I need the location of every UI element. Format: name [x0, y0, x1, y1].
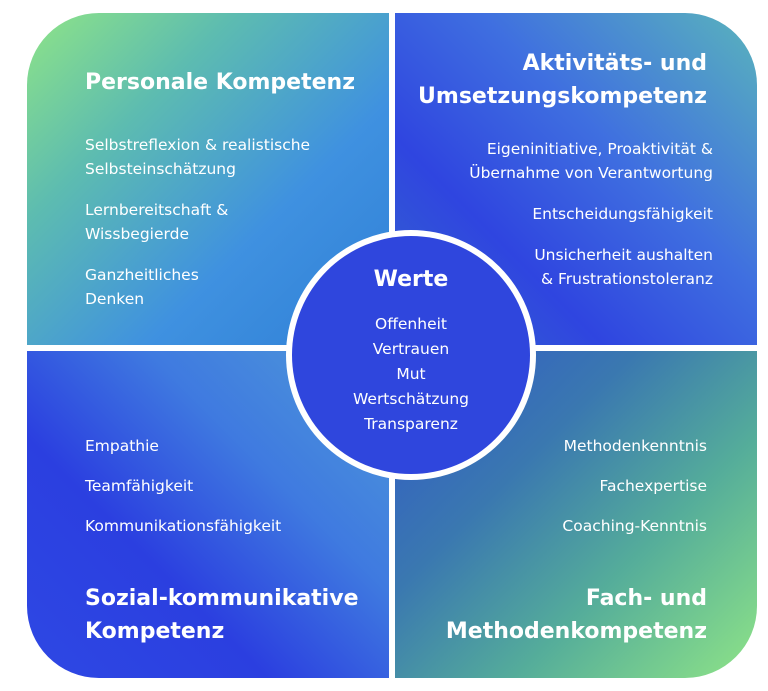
value-item: Offenheit	[375, 315, 447, 333]
quadrant-items: Eigeninitiative, Proaktivität & Übernahm…	[469, 137, 713, 308]
quadrant-title: Sozial-kommunikative Kompetenz	[85, 586, 359, 644]
quadrant-items: Methodenkenntnis Fachexpertise Coaching-…	[562, 434, 707, 554]
value-item: Transparenz	[364, 415, 458, 433]
competence-item: Lernbereitschaft & Wissbegierde	[85, 201, 229, 243]
competence-item: Teamfähigkeit	[85, 477, 194, 495]
competence-item: Methodenkenntnis	[563, 437, 707, 455]
competence-diagram: Personale Kompetenz Selbstreflexion & re…	[27, 13, 757, 678]
competence-item: Selbstreflexion & realistische Selbstein…	[85, 136, 311, 178]
competence-item: Fachexpertise	[599, 477, 707, 495]
value-item: Mut	[396, 365, 426, 383]
value-item: Vertrauen	[372, 340, 450, 358]
quadrant-title: Personale Kompetenz	[85, 70, 356, 95]
competence-item: Eigeninitiative, Proaktivität & Übernahm…	[469, 140, 713, 182]
quadrant-title: Aktivitäts- und Umsetzungskompetenz	[418, 51, 707, 109]
quadrant-title: Fach- und Methodenkompetenz	[445, 586, 707, 644]
center-title: Werte	[373, 267, 449, 292]
competence-item: Unsicherheit aushalten & Frustrationstol…	[534, 246, 713, 288]
competence-item: Ganzheitliches Denken	[85, 266, 199, 308]
competence-item: Entscheidungsfähigkeit	[532, 205, 713, 223]
competence-item: Coaching-Kenntnis	[562, 517, 707, 535]
competence-item: Empathie	[85, 437, 159, 455]
center-circle-werte: Werte Offenheit Vertrauen Mut Wertschätz…	[292, 236, 530, 474]
quadrant-items: Empathie Teamfähigkeit Kommunikationsfäh…	[85, 434, 281, 554]
quadrant-personale-kompetenz: Personale Kompetenz Selbstreflexion & re…	[27, 13, 389, 345]
competence-item: Kommunikationsfähigkeit	[85, 517, 282, 535]
values-list: Offenheit Vertrauen Mut Wertschätzung Tr…	[292, 312, 530, 437]
value-item: Wertschätzung	[352, 390, 470, 408]
quadrant-items: Selbstreflexion & realistische Selbstein…	[85, 133, 310, 328]
